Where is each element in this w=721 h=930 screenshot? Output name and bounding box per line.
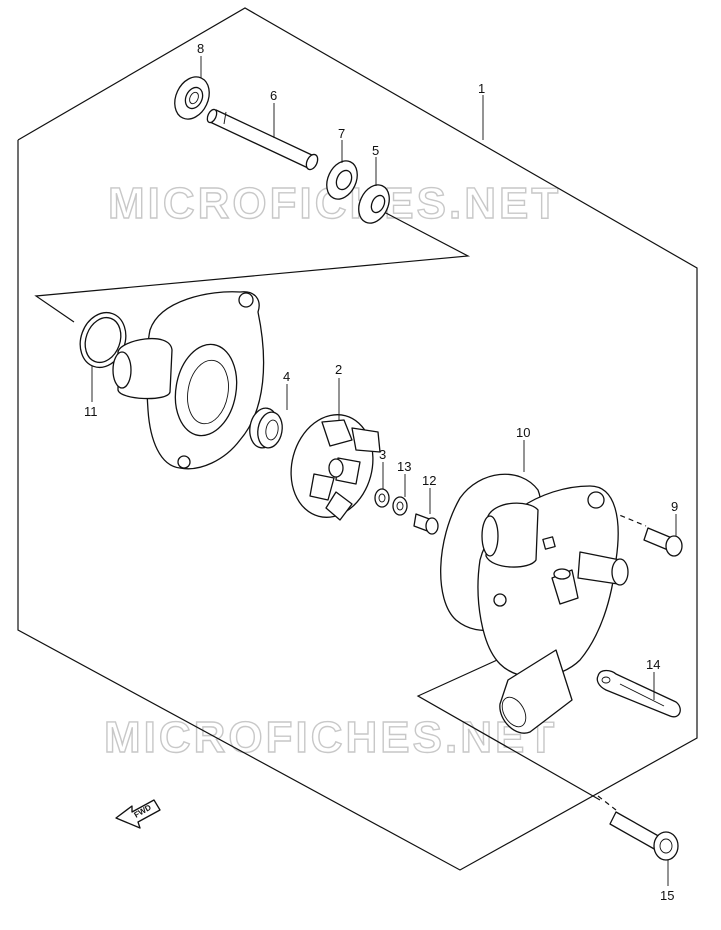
callout-6[interactable]: 6 [270, 88, 277, 103]
impeller-part-2[interactable] [280, 405, 384, 526]
bolt9-dash [611, 511, 647, 527]
callout-1[interactable]: 1 [478, 81, 485, 96]
callout-7[interactable]: 7 [338, 126, 345, 141]
seal-part-5[interactable] [353, 180, 395, 228]
callout-4[interactable]: 4 [283, 369, 290, 384]
assembly-outline [17, 7, 698, 871]
washer-part-3[interactable] [374, 488, 390, 508]
shaft-group-bracket [34, 211, 471, 323]
callout-12[interactable]: 12 [422, 473, 436, 488]
bearing-part-8[interactable] [168, 71, 216, 124]
forward-direction-arrow: FWD [115, 799, 161, 829]
bolt-part-12[interactable] [413, 513, 439, 535]
pump-cover[interactable] [112, 291, 265, 470]
watermark-bottom: MICROFICHES.NET [104, 713, 557, 762]
seal-part-4[interactable] [247, 406, 285, 450]
bolt-part-15[interactable] [609, 811, 679, 861]
oring-part-11[interactable] [73, 306, 133, 374]
callout-10[interactable]: 10 [516, 425, 530, 440]
clamp-part-14[interactable] [596, 669, 681, 718]
callout-3[interactable]: 3 [379, 447, 386, 462]
housing-group-bracket [416, 645, 601, 801]
callout-2[interactable]: 2 [335, 362, 342, 377]
bolt-part-9[interactable] [643, 527, 683, 557]
callout-14[interactable]: 14 [646, 657, 660, 672]
callout-8[interactable]: 8 [197, 41, 204, 56]
callout-13[interactable]: 13 [397, 459, 411, 474]
washer-part-13[interactable] [392, 496, 408, 516]
callout-5[interactable]: 5 [372, 143, 379, 158]
pump-housing[interactable] [477, 485, 629, 734]
callout-11[interactable]: 11 [84, 404, 98, 419]
bearing-part-7[interactable] [321, 156, 363, 204]
callout-9[interactable]: 9 [671, 499, 678, 514]
bolt15-dash [597, 795, 617, 811]
shaft-part-6[interactable] [205, 108, 319, 171]
callout-15[interactable]: 15 [660, 888, 674, 903]
